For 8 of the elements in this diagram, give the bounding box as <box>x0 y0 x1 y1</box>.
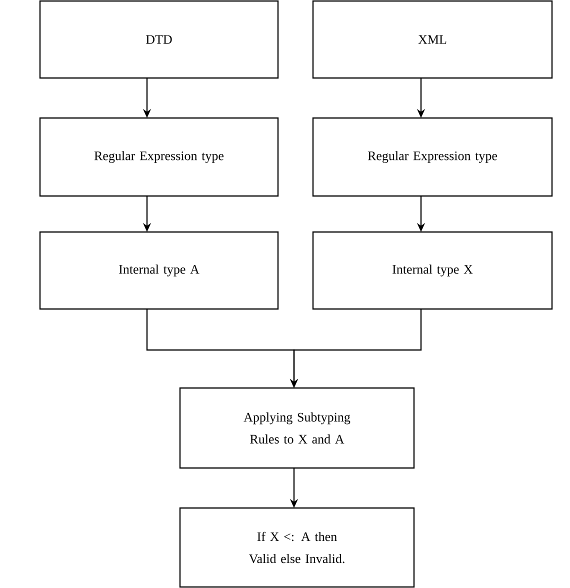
process-box: Internal type A <box>39 231 279 310</box>
process-box: If X <: A then Valid else Invalid. <box>179 507 415 588</box>
process-box: Internal type X <box>312 231 553 310</box>
process-box: DTD <box>39 0 279 79</box>
process-box: XML <box>312 0 553 79</box>
process-box: Applying Subtyping Rules to X and A <box>179 387 415 469</box>
process-box: Regular Expression type <box>312 117 553 197</box>
process-box: Regular Expression type <box>39 117 279 197</box>
